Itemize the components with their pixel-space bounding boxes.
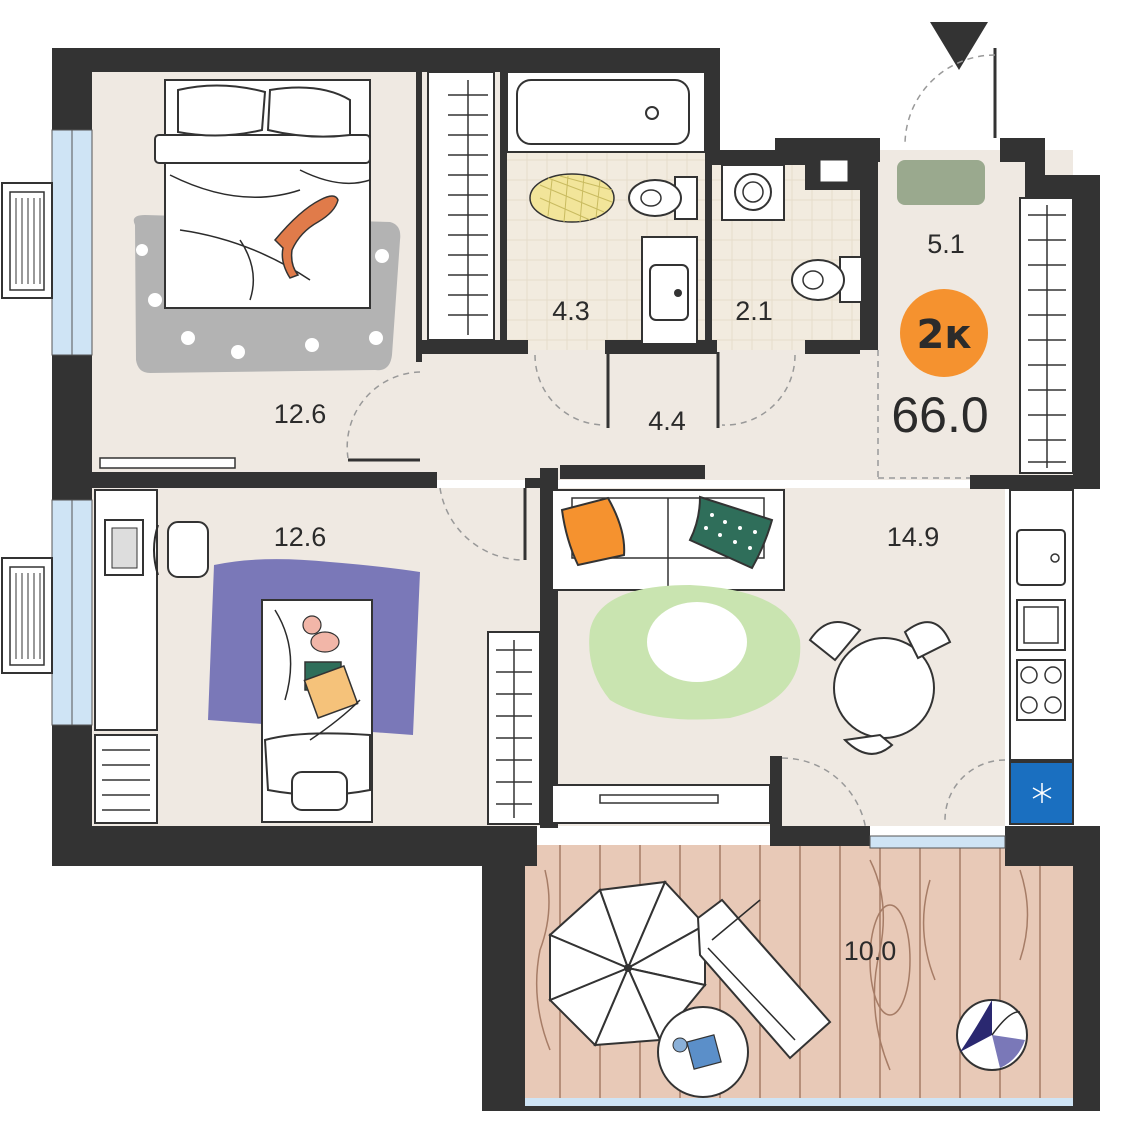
laptop-icon (104, 519, 144, 576)
sink-bathroom (641, 236, 698, 345)
stove (1016, 659, 1066, 721)
area-bedroom: 12.6 (274, 399, 327, 429)
sun-lounger (696, 898, 832, 1060)
snowflake-icon (1032, 783, 1052, 803)
toilet-bathroom (628, 176, 698, 220)
entry-furniture (877, 160, 1074, 480)
window-balcony (525, 1098, 1073, 1106)
area-entry: 5.1 (927, 229, 965, 259)
hall-floor (422, 350, 878, 480)
balcony-furniture (548, 880, 1028, 1098)
pillow-orange (560, 496, 626, 567)
wardrobe-bedroom (427, 71, 495, 341)
beach-ball-icon (956, 999, 1028, 1071)
area-toilet: 2.1 (735, 296, 773, 326)
ac-unit-bottom (1, 557, 53, 674)
ac-unit-top (1, 182, 53, 299)
bedroom-furniture (99, 71, 495, 469)
windows (51, 129, 1073, 1106)
bathroom-fixtures (506, 71, 706, 428)
area-hall: 4.4 (648, 406, 686, 436)
kitchen-counter (1009, 489, 1074, 761)
living-furniture (551, 489, 1074, 831)
washing-machine (721, 164, 785, 221)
room-count-label: 2к (917, 312, 972, 358)
area-kids-room: 12.6 (274, 522, 327, 552)
tv-stand (551, 784, 771, 824)
area-living-kitchen: 14.9 (887, 522, 940, 552)
book-orange (303, 665, 359, 719)
door-mat (897, 160, 985, 205)
duct (819, 159, 849, 183)
area-labels: 12.6 12.6 4.3 2.1 4.4 5.1 14.9 10.0 (274, 229, 965, 966)
toilet-wc (791, 256, 863, 303)
cat-icon (273, 195, 339, 279)
entrance-arrow-icon (930, 22, 988, 70)
dining-table (808, 621, 952, 755)
teddy-icon (302, 615, 340, 653)
kids-room-furniture (94, 487, 541, 825)
toilet-room-fixtures (716, 164, 863, 428)
area-bathroom: 4.3 (552, 296, 590, 326)
side-table (657, 1006, 749, 1098)
room-count-badge: 2к (900, 289, 988, 377)
total-area: 66.0 (891, 387, 988, 443)
area-balcony: 10.0 (844, 936, 897, 966)
desk-chair (153, 521, 209, 578)
window-balcony-door (869, 835, 1006, 849)
kitchen-sink (1016, 529, 1066, 586)
